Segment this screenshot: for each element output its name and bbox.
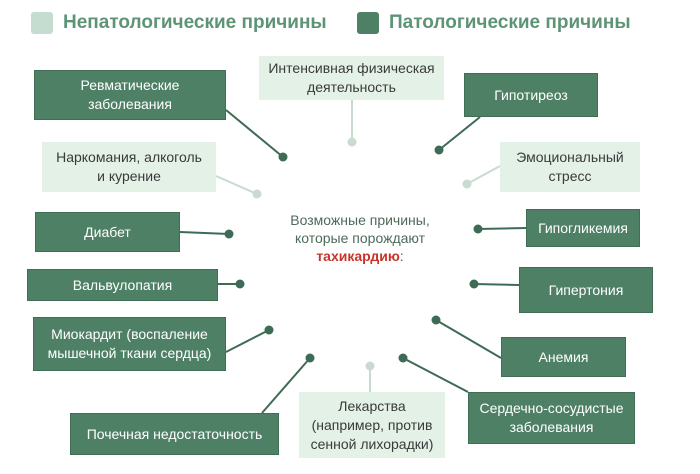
connector-cardiovascular — [402, 357, 469, 393]
cause-emotional-stress-line-2: стресс — [548, 168, 592, 184]
cause-medications-line-1: Лекарства — [338, 397, 406, 414]
center-highlight: тахикардию — [316, 248, 400, 264]
legend-label-pathological: Патологические причины — [389, 12, 631, 33]
legend-pathological: Патологические причины — [357, 12, 631, 34]
connector-rheumatic — [225, 109, 284, 158]
cause-drugs: Наркомания, алкоголь и курение — [42, 142, 216, 192]
connector-diabetes — [179, 231, 230, 235]
center-line-3: тахикардию: — [270, 247, 450, 265]
cause-physical-activity-line-1: Интенсивная физическая — [268, 60, 435, 76]
legend-non-pathological: Непатологические причины — [31, 12, 327, 34]
dot-drugs — [252, 189, 262, 199]
cause-kidney-failure: Почечная недостаточность — [70, 413, 279, 455]
cause-hypertension-label: Гипертония — [548, 281, 624, 298]
connector-emotional-stress — [466, 165, 501, 185]
dot-hypertension — [469, 279, 479, 289]
cause-diabetes: Диабет — [35, 212, 180, 252]
legend-swatch-dark — [357, 12, 379, 34]
connector-drugs — [215, 175, 258, 195]
dot-physical-activity — [347, 137, 357, 147]
cause-myocarditis-line-2: мышечной ткани сердца) — [47, 345, 212, 361]
cause-cardiovascular-line-2: заболевания — [509, 419, 594, 435]
cause-emotional-stress: Эмоциональный стресс — [500, 142, 640, 192]
cause-hypoglycemia-label: Гипогликемия — [538, 219, 628, 236]
connector-hypertension — [473, 283, 520, 286]
connector-hypothyroidism — [438, 116, 481, 151]
legend-label-non-pathological: Непатологические причины — [63, 12, 327, 33]
dot-medications — [365, 361, 375, 371]
dot-hypoglycemia — [473, 224, 483, 234]
cause-medications-line-3: сенной лихорадки) — [310, 435, 434, 452]
legend-swatch-light — [31, 12, 53, 34]
cause-diabetes-label: Диабет — [84, 223, 131, 240]
dot-cardiovascular — [398, 353, 408, 363]
center-suffix: : — [399, 248, 404, 264]
cause-kidney-failure-label: Почечная недостаточность — [86, 425, 263, 442]
dot-kidney-failure — [305, 353, 315, 363]
cause-cardiovascular-line-1: Сердечно-сосудистые — [479, 400, 624, 416]
cause-medications: Лекарства (например, против сенной лихор… — [299, 392, 445, 458]
cause-drugs-line-2: и курение — [97, 168, 161, 184]
connector-kidney-failure — [261, 357, 311, 414]
cause-valvulopathy-label: Вальвулопатия — [72, 276, 173, 293]
cause-myocarditis-line-1: Миокардит (воспаление — [51, 326, 208, 342]
center-line-1: Возможные причины, — [290, 212, 430, 228]
dot-rheumatic — [278, 152, 288, 162]
cause-rheumatic-line-1: Ревматические — [80, 77, 180, 93]
cause-hypoglycemia: Гипогликемия — [526, 209, 640, 247]
cause-physical-activity-line-2: деятельность — [307, 79, 396, 95]
cause-valvulopathy: Вальвулопатия — [27, 269, 218, 301]
connector-myocarditis — [225, 329, 270, 353]
cause-rheumatic: Ревматические заболевания — [34, 70, 226, 120]
dot-myocarditis — [264, 325, 274, 335]
cause-hypothyroidism: Гипотиреоз — [464, 73, 598, 117]
cause-drugs-line-1: Наркомания, алкоголь — [56, 149, 202, 165]
cause-emotional-stress-line-1: Эмоциональный — [516, 149, 624, 165]
connector-anemia — [435, 319, 502, 359]
dot-diabetes — [224, 229, 234, 239]
dot-valvulopathy — [235, 279, 245, 289]
cause-hypothyroidism-label: Гипотиреоз — [494, 86, 568, 103]
cause-myocarditis: Миокардит (воспаление мышечной ткани сер… — [33, 317, 226, 371]
center-line-2: которые порождают — [294, 230, 426, 246]
dot-emotional-stress — [462, 179, 472, 189]
cause-anemia: Анемия — [501, 337, 626, 377]
cause-hypertension: Гипертония — [519, 267, 653, 313]
center-caption: Возможные причины, которые порождают тах… — [270, 211, 450, 265]
cause-medications-line-2: (например, против — [311, 416, 433, 433]
cause-anemia-label: Анемия — [538, 348, 589, 365]
dot-anemia — [431, 315, 441, 325]
dot-hypothyroidism — [434, 145, 444, 155]
connector-hypoglycemia — [477, 227, 527, 230]
cause-rheumatic-line-2: заболевания — [88, 96, 172, 112]
cause-cardiovascular: Сердечно-сосудистые заболевания — [468, 392, 635, 444]
cause-physical-activity: Интенсивная физическая деятельность — [259, 56, 444, 100]
